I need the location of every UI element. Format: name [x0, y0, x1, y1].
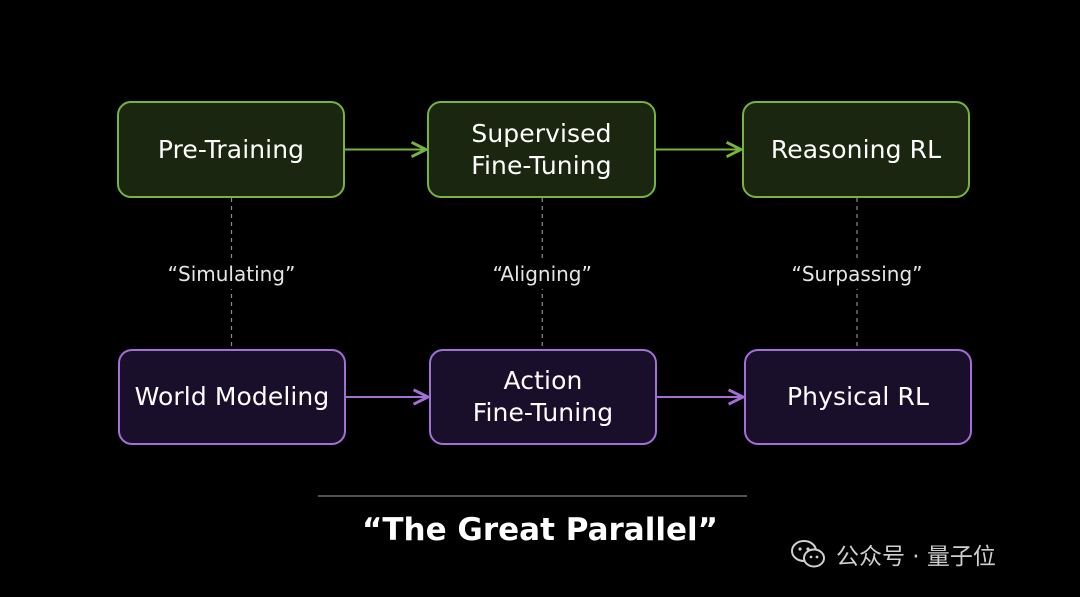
node-reasoning-rl: Reasoning RL — [742, 101, 970, 198]
tagline: “The Great Parallel” — [362, 512, 718, 548]
watermark-text: 公众号 · 量子位 — [836, 544, 996, 570]
node-action-fine-tuning: Action Fine-Tuning — [429, 349, 657, 445]
connector-label-simulating: “Simulating” — [161, 258, 302, 289]
node-physical-rl: Physical RL — [744, 349, 972, 445]
watermark: 公众号 · 量子位 — [790, 536, 996, 572]
node-supervised-fine-tuning: Supervised Fine-Tuning — [427, 101, 656, 198]
node-world-modeling: World Modeling — [118, 349, 346, 445]
wechat-icon — [791, 540, 825, 568]
node-pre-training: Pre-Training — [117, 101, 345, 198]
connector-label-surpassing: “Surpassing” — [785, 258, 929, 289]
connector-label-aligning: “Aligning” — [486, 258, 598, 289]
